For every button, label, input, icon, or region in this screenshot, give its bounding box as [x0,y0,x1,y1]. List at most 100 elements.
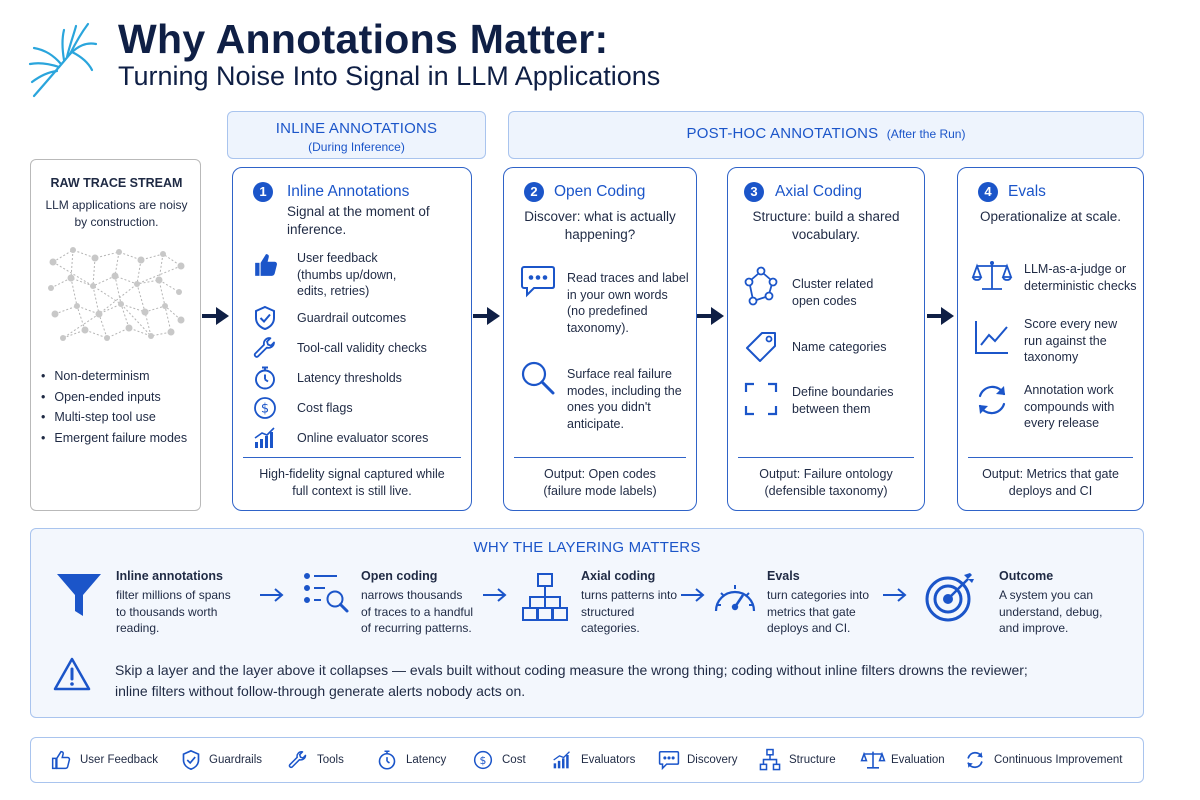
legend-label: Latency [406,754,447,766]
chat-bubble-icon [658,750,680,771]
legend-label: Structure [789,754,836,766]
card-divider [738,457,914,459]
inline-annotations-header: INLINE ANNOTATIONS (During Inference) [227,111,486,159]
svg-text:$: $ [480,754,487,767]
list-search-icon [303,571,349,617]
flow-step-title: Evals [767,569,800,583]
posthoc-header-title: POST-HOC ANNOTATIONS [686,125,879,142]
legend-label: Guardrails [209,754,263,766]
item-text: Guardrail outcomes [297,311,407,325]
posthoc-header-subtitle: (After the Run) [886,127,966,141]
item-text: Latency thresholds [297,371,402,385]
thumbs-up-icon [51,750,71,770]
bird-logo-icon [26,20,102,100]
noisy-network-icon [41,240,191,350]
wrench-icon [253,336,277,360]
legend-label: User Feedback [80,754,158,766]
arrow-right-icon [680,588,706,602]
layering-title: WHY THE LAYERING MATTERS [473,539,701,556]
page-title: Why Annotations Matter: [118,16,609,62]
trend-bars-icon [552,750,572,770]
card-footer: Output: Open codes(failure mode labels) [543,467,657,498]
arrow-right-icon [202,305,230,327]
arrow-right-icon [882,588,908,602]
scales-icon [860,750,886,770]
posthoc-annotations-header: POST-HOC ANNOTATIONS (After the Run) [508,111,1144,159]
item-text: User feedback(thumbs up/down,edits, retr… [297,251,397,298]
raw-bullet: Emergent failure modes [41,428,187,449]
tag-icon [744,330,778,364]
arrow-right-icon [927,305,955,327]
shield-icon [253,305,277,331]
scales-icon [971,260,1013,292]
step-number-badge: 2 [524,182,544,202]
layering-warning: Skip a layer and the layer above it coll… [115,662,1028,699]
step-number-badge: 1 [253,182,273,202]
item-text: Name categories [792,340,887,354]
item-text: Cost flags [297,401,353,415]
stopwatch-icon [253,365,277,391]
legend-label: Discovery [687,754,738,766]
arrow-right-icon [473,305,501,327]
card-evals: 4 Evals Operationalize at scale. LLM-as-… [957,167,1144,511]
raw-title: RAW TRACE STREAM [50,176,183,190]
step-number-badge: 4 [978,182,998,202]
arrow-right-icon [482,588,508,602]
magnifier-icon [520,360,556,396]
card-divider [514,457,686,459]
card-title: Axial Coding [775,183,863,200]
boundary-icon [744,382,778,416]
line-chart-icon [974,319,1010,355]
dollar-icon: $ [473,750,493,770]
network-icon [744,266,778,306]
legend-label: Evaluation [891,754,945,766]
item-text: Online evaluator scores [297,431,429,445]
flow-step-title: Axial coding [581,569,656,583]
refresh-icon [965,750,985,770]
step-number-badge: 3 [744,182,764,202]
refresh-icon [974,382,1010,418]
trend-bars-icon [253,426,277,450]
arrow-right-icon [259,588,285,602]
raw-bullets: Non-determinism Open-ended inputs Multi-… [41,366,187,448]
raw-bullet: Open-ended inputs [41,387,187,408]
legend-label: Cost [502,754,526,766]
flow-step-title: Inline annotations [116,569,223,583]
legend-label: Continuous Improvement [994,754,1123,766]
inline-header-subtitle: (During Inference) [308,140,405,154]
hierarchy-icon [759,748,781,771]
card-title: Evals [1008,183,1046,200]
wrench-icon [288,750,308,770]
hierarchy-icon [522,573,568,623]
funnel-icon [55,571,103,619]
card-divider [968,457,1133,459]
svg-text:$: $ [261,402,269,417]
raw-trace-stream-card: RAW TRACE STREAM LLM applications are no… [30,159,201,511]
card-inline-annotations: 1 Inline Annotations Signal at the momen… [232,167,472,511]
card-divider [243,457,461,459]
page-subtitle: Turning Noise Into Signal in LLM Applica… [118,61,661,91]
target-icon [924,571,976,623]
gauge-icon [712,579,758,615]
flow-step-title: Outcome [999,569,1054,583]
legend-label: Tools [317,754,344,766]
item-text: Tool-call validity checks [297,341,427,355]
dollar-icon: $ [253,396,277,420]
stopwatch-icon [377,749,397,771]
inline-header-title: INLINE ANNOTATIONS [275,120,438,137]
flow-step-title: Open coding [361,569,438,583]
